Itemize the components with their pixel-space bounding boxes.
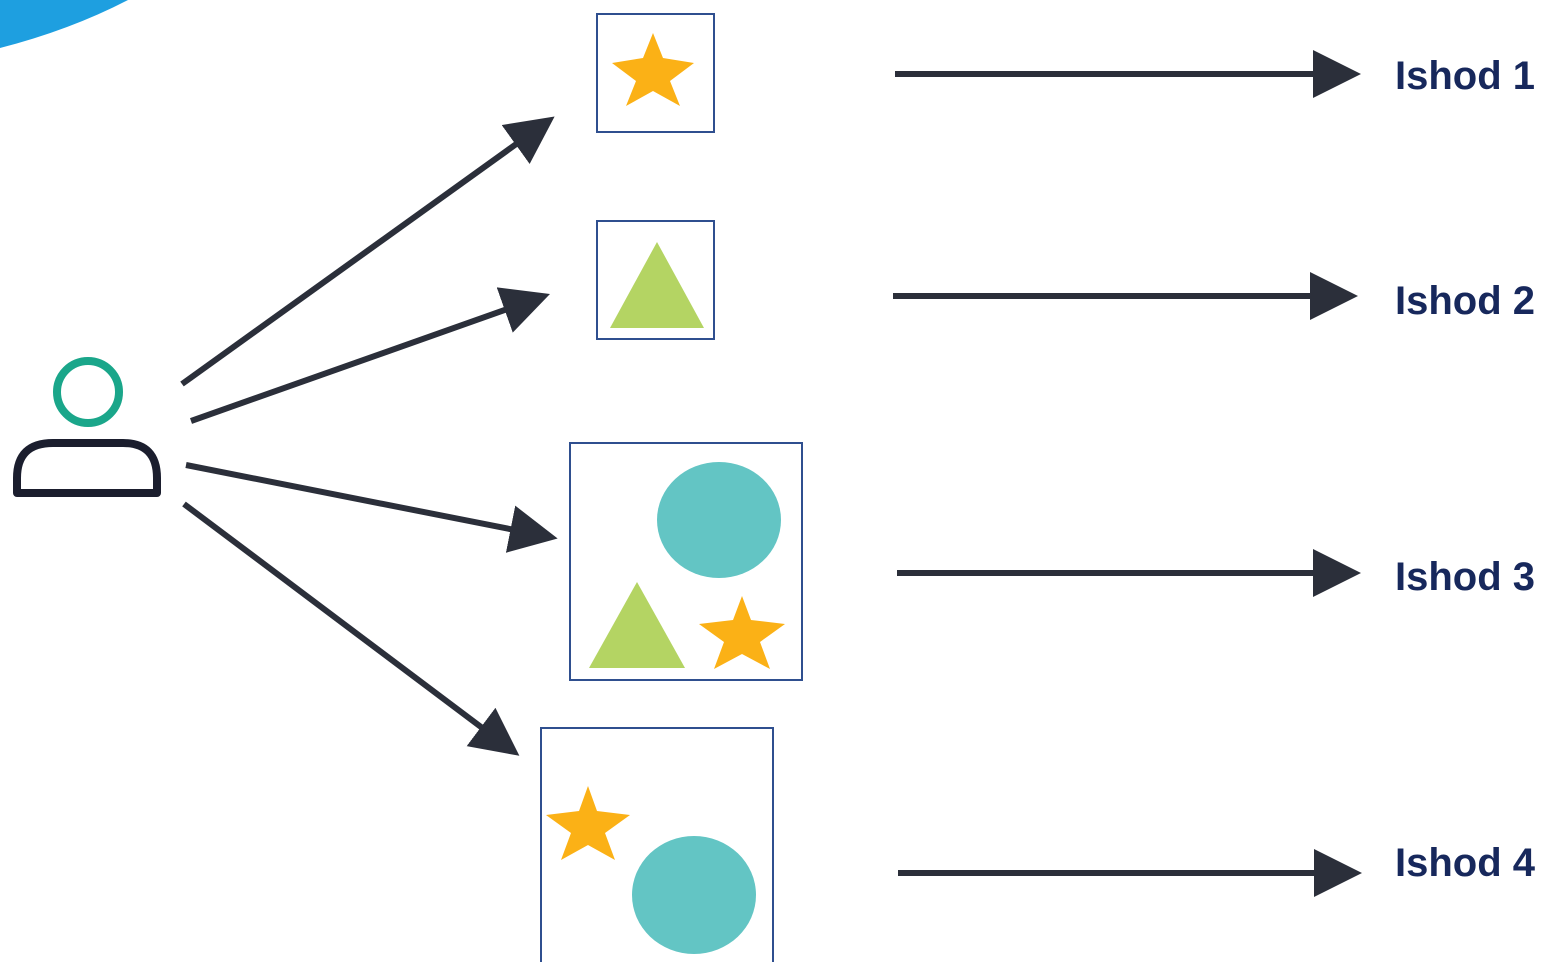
circle-icon	[632, 836, 756, 954]
star-icon	[699, 596, 785, 669]
corner-accent	[0, 0, 128, 48]
user-icon	[13, 357, 161, 497]
option-box-4	[540, 727, 774, 962]
outcome-label-2: Ishod 2	[1395, 279, 1536, 323]
option-box-3	[569, 442, 803, 681]
user-body	[13, 439, 161, 497]
star-icon	[612, 33, 694, 106]
circle-icon	[657, 462, 781, 578]
triangle-icon	[610, 242, 704, 328]
user-to-option-2-arrow	[189, 287, 550, 424]
star-icon	[546, 786, 630, 860]
user-to-option-1-arrow	[180, 116, 555, 387]
user-head	[53, 357, 123, 427]
outcome-label-3: Ishod 3	[1395, 555, 1536, 599]
outcome-label-1: Ishod 1	[1395, 54, 1536, 98]
outcome-label-4: Ishod 4	[1395, 841, 1536, 885]
option-box-2	[596, 220, 715, 340]
user-to-option-3-arrow	[185, 462, 558, 553]
user-to-option-4-arrow	[182, 501, 520, 756]
option-box-1	[596, 13, 715, 133]
triangle-icon	[589, 582, 685, 668]
